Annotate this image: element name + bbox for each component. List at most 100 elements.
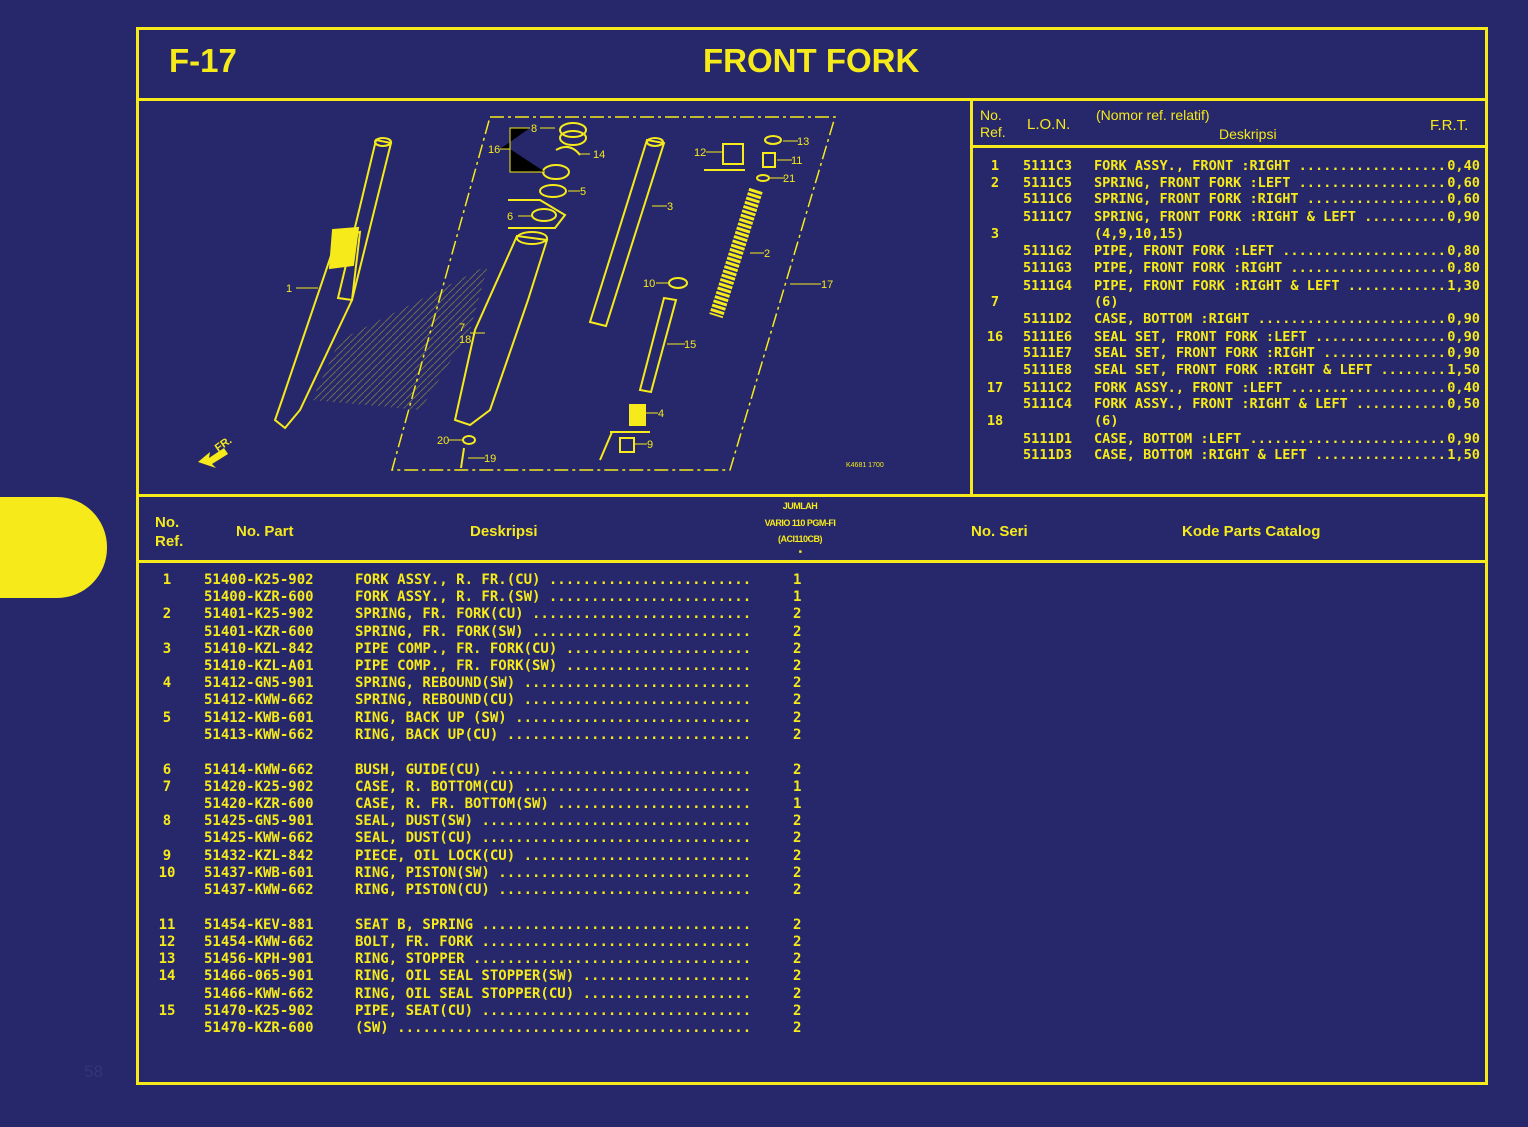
front-arrow-icon [198, 448, 228, 468]
frt-desc: PIPE, FRONT FORK :RIGHT & LEFT [1094, 278, 1444, 295]
part-qty: 2 [793, 864, 802, 881]
part-qty: 2 [793, 761, 802, 778]
part-ref: 15 [158, 1002, 176, 1019]
part-qty: 2 [793, 692, 802, 709]
frt-lon: 5111C4 [1023, 396, 1073, 412]
frt-desc: SPRING, FRONT FORK :LEFT [1094, 175, 1444, 192]
part-qty: 2 [793, 882, 802, 898]
part-ref: 2 [162, 606, 172, 623]
part-ref: 12 [158, 934, 176, 950]
frt-lon: 5111G4 [1023, 278, 1073, 294]
part-qty: 2 [793, 623, 802, 640]
part-qty: 1 [793, 589, 802, 606]
divider [136, 560, 1488, 563]
frt-desc: SEAL SET, FRONT FORK :RIGHT & LEFT [1094, 362, 1444, 379]
part-desc: RING, PISTON(CU) [355, 882, 753, 899]
part-desc: RING, OIL SEAL STOPPER(SW) [355, 968, 753, 985]
callout-4: 4 [658, 408, 664, 420]
divider [972, 145, 1485, 148]
part-desc: CASE, R. FR. BOTTOM(SW) [355, 796, 753, 813]
part-number: 51420-KZR-600 [204, 796, 314, 812]
part-number: 51412-KWB-601 [204, 709, 314, 726]
frt-value: 0,50 [1447, 396, 1480, 412]
part-ref: 8 [162, 813, 172, 830]
callout-8: 8 [531, 123, 537, 135]
front-arrow: FR. [198, 434, 234, 468]
part-number: 51410-KZL-842 [204, 640, 314, 657]
part-ref: 14 [158, 968, 176, 985]
part-qty: 2 [793, 1002, 802, 1019]
catalog-frame [136, 27, 1488, 1085]
parts-header-ref: No. Ref. [155, 514, 184, 550]
page-number: 58 [84, 1062, 103, 1081]
part-number: 51425-GN5-901 [204, 813, 314, 830]
part-desc: BUSH, GUIDE(CU) [355, 762, 753, 779]
callout-17: 17 [821, 279, 833, 291]
part-row: 6 51414-KWW-662 BUSH, GUIDE(CU) 2 [150, 762, 810, 779]
part-ref: 6 [162, 761, 172, 778]
callout-14: 14 [593, 149, 605, 161]
part-qty: 2 [793, 658, 802, 674]
frt-value: 0,40 [1447, 380, 1480, 396]
part-desc: FORK ASSY., R. FR.(SW) [355, 589, 753, 606]
callout-16: 16 [488, 144, 500, 156]
part-number: 51413-KWW-662 [204, 726, 314, 743]
part-desc: (SW) [355, 1020, 753, 1037]
part-qty: 2 [793, 847, 802, 864]
qty-model: VARIO 110 PGM-FI [764, 517, 836, 528]
section-tab [0, 497, 107, 598]
part-desc: RING, STOPPER [355, 951, 753, 968]
frt-header-note: (Nomor ref. relatif) [1096, 107, 1210, 123]
frt-desc: FORK ASSY., FRONT :RIGHT [1094, 158, 1444, 175]
callout-7: 7 [459, 322, 465, 334]
part-qty: 2 [793, 985, 802, 1002]
frt-ref: 7 [990, 294, 1000, 310]
callout-2: 2 [764, 248, 770, 260]
part-desc: RING, BACK UP(CU) [355, 727, 753, 744]
part-qty: 2 [793, 675, 802, 692]
frt-value: 0,90 [1447, 329, 1480, 345]
section-code: F-17 [169, 42, 237, 79]
frt-desc: SEAL SET, FRONT FORK :RIGHT [1094, 345, 1444, 362]
part-number: 51412-KWW-662 [204, 692, 314, 709]
frt-lon: 5111D1 [1023, 431, 1073, 447]
part-desc: SPRING, REBOUND(SW) [355, 675, 753, 692]
part-desc: PIECE, OIL LOCK(CU) [355, 848, 753, 865]
callout-13: 13 [797, 136, 809, 148]
part-qty: 2 [793, 1020, 802, 1036]
frt-desc: SEAL SET, FRONT FORK :LEFT [1094, 329, 1444, 346]
part-desc: BOLT, FR. FORK [355, 934, 753, 951]
part-desc: RING, PISTON(SW) [355, 865, 753, 882]
frt-ref: 18 [986, 413, 1004, 429]
callout-10: 10 [643, 278, 655, 290]
part-desc: RING, BACK UP (SW) [355, 710, 753, 727]
frt-value: 0,90 [1447, 431, 1480, 447]
frt-lon: 5111C3 [1023, 158, 1073, 174]
callout-1: 1 [286, 283, 292, 295]
callout-18: 18 [459, 334, 471, 346]
callout-12: 12 [694, 147, 706, 159]
callout-6: 6 [507, 211, 513, 223]
part-number: 51410-KZL-A01 [204, 658, 314, 674]
part-desc: PIPE COMP., FR. FORK(SW) [355, 658, 753, 675]
qty-title: JUMLAH [782, 501, 818, 511]
part-qty: 1 [793, 778, 802, 795]
callout-19: 19 [484, 453, 496, 465]
part-number: 51414-KWW-662 [204, 761, 314, 778]
frt-lon: 5111D3 [1023, 447, 1073, 463]
frt-header-desc: Deskripsi [1219, 126, 1277, 142]
shadow-hatch [312, 265, 488, 410]
frt-row: 18(6) [975, 413, 1480, 430]
frt-lon: 5111G2 [1023, 243, 1073, 259]
part-qty: 1 [793, 572, 802, 588]
